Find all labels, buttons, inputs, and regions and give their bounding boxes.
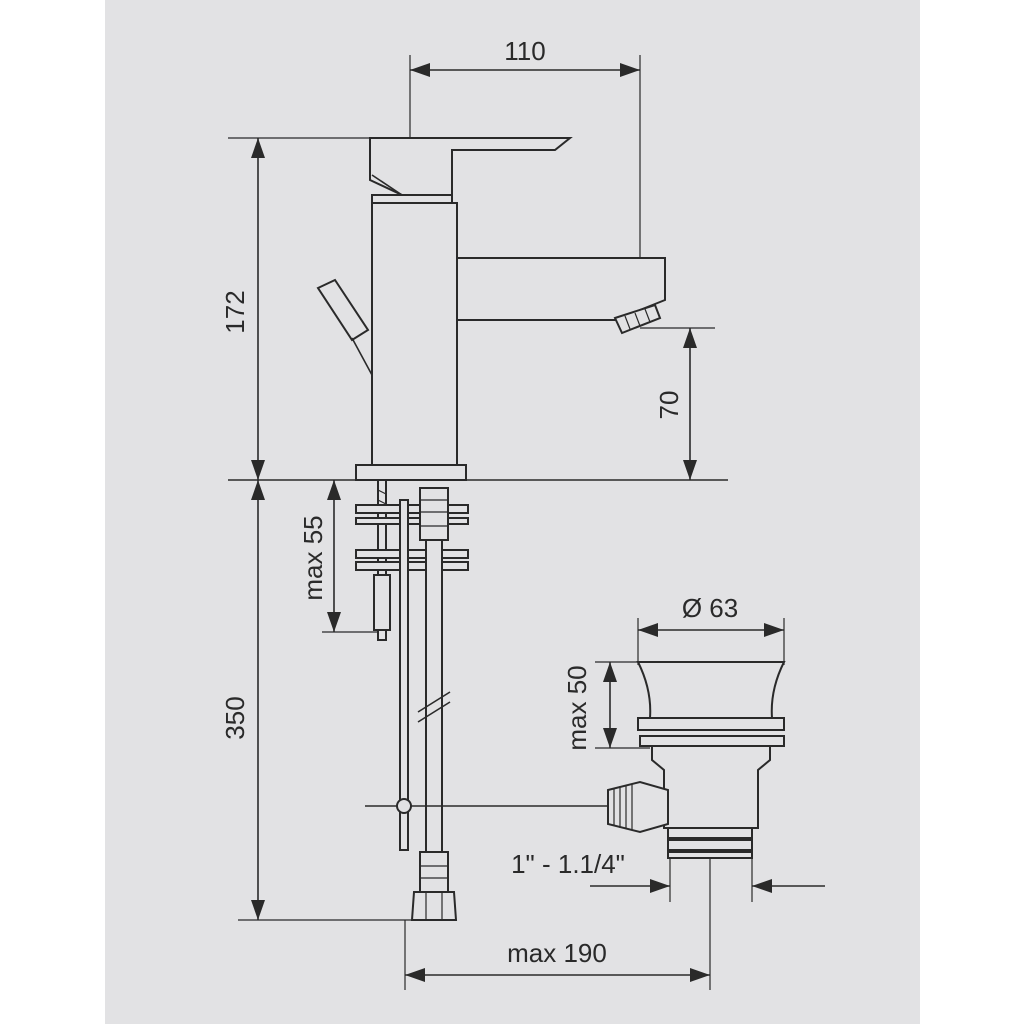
label-350: 350 <box>220 696 250 739</box>
dim-d63 <box>637 618 785 665</box>
label-thread: 1" - 1.1/4" <box>511 849 625 879</box>
label-70: 70 <box>654 391 684 420</box>
label-d63: Ø 63 <box>682 593 738 623</box>
label-110: 110 <box>504 36 545 66</box>
dim-70 <box>640 327 715 480</box>
drawing-panel <box>105 0 920 1024</box>
dim-172 <box>228 137 372 480</box>
label-max50: max 50 <box>562 665 592 750</box>
label-max190: max 190 <box>507 938 607 968</box>
label-172: 172 <box>220 290 250 333</box>
left-margin <box>0 0 105 1024</box>
fixing-assembly <box>355 479 608 921</box>
label-max55: max 55 <box>298 515 328 600</box>
right-margin <box>920 0 1024 1024</box>
waste-assembly <box>607 661 786 859</box>
dim-350 <box>238 480 430 921</box>
dim-max190 <box>404 855 711 990</box>
dim-max55 <box>322 480 380 633</box>
dim-thread <box>590 855 825 902</box>
faucet-body <box>316 137 666 481</box>
